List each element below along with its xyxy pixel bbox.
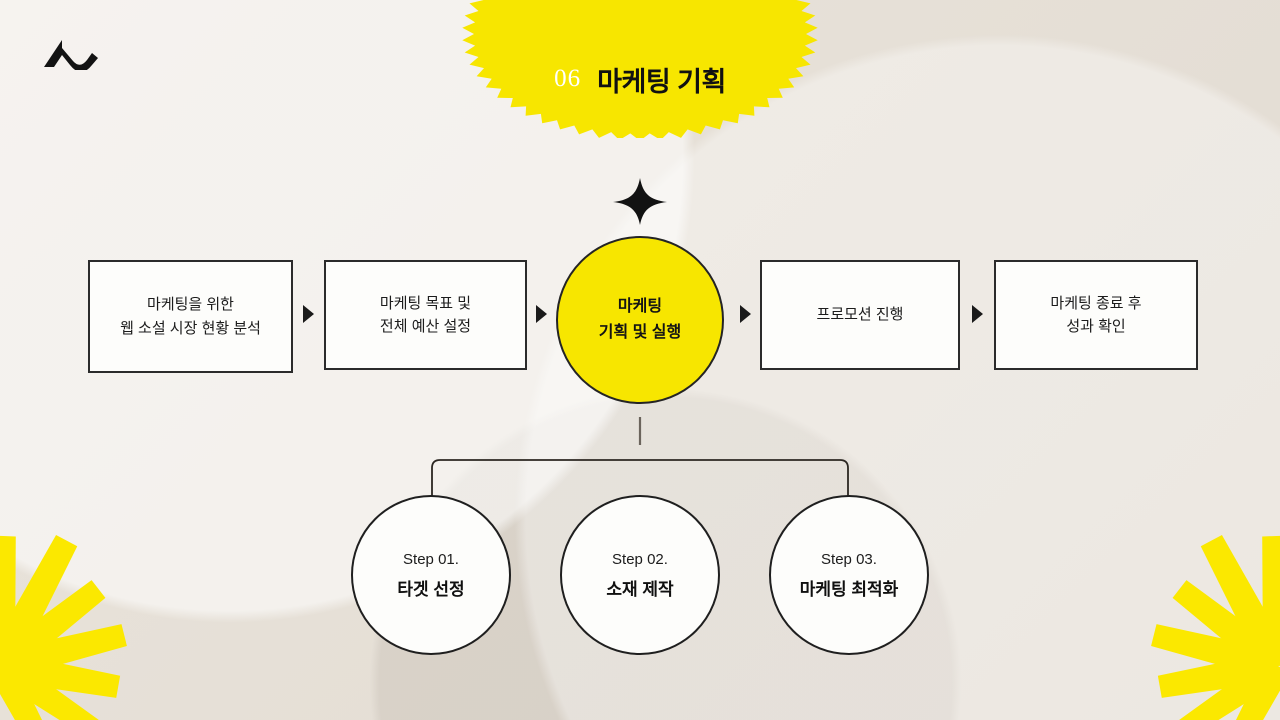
title-block: 06 마케팅 기획 [462, 0, 818, 138]
brand-wave-logo [40, 36, 102, 72]
flow-box-2[interactable]: 마케팅 목표 및 전체 예산 설정 [324, 260, 527, 370]
decor-burst-left [0, 516, 148, 720]
step-circle-2[interactable]: Step 02. 소재 제작 [560, 495, 720, 655]
flow-hub-circle[interactable]: 마케팅 기획 및 실행 [556, 236, 724, 404]
title-starburst: 06 마케팅 기획 [462, 0, 818, 138]
flow-box-4[interactable]: 마케팅 종료 후 성과 확인 [994, 260, 1198, 370]
step-circle-3[interactable]: Step 03. 마케팅 최적화 [769, 495, 929, 655]
branch-connector [400, 415, 880, 520]
flow-arrow-4-icon [972, 305, 983, 323]
sparkle-star-icon [612, 178, 668, 226]
step-3-title: 마케팅 최적화 [799, 579, 899, 599]
flow-box-3-line-1: 프로모션 진행 [816, 306, 904, 324]
step-1-label: Step 01. [403, 550, 459, 568]
step-circles-row: Step 01. 타겟 선정 Step 02. 소재 제작 Step 03. 마… [0, 495, 1280, 660]
flow-box-3[interactable]: 프로모션 진행 [760, 260, 960, 370]
flow-box-4-line-2: 성과 확인 [1066, 318, 1126, 335]
step-circle-1[interactable]: Step 01. 타겟 선정 [351, 495, 511, 655]
flow-arrow-2-icon [536, 305, 547, 323]
flow-arrow-1-icon [303, 305, 314, 323]
flow-hub-line-2: 기획 및 실행 [598, 324, 682, 341]
step-1-title: 타겟 선정 [397, 579, 465, 599]
process-flow-row: 마케팅을 위한 웹 소설 시장 현황 분석 마케팅 목표 및 전체 예산 설정 … [0, 236, 1280, 404]
flow-box-2-line-2: 전체 예산 설정 [379, 318, 472, 335]
step-2-label: Step 02. [612, 550, 668, 568]
flow-box-1-line-1: 마케팅을 위한 [147, 296, 234, 314]
section-number: 06 [554, 65, 582, 92]
page-title: 마케팅 기획 [597, 66, 726, 97]
flow-box-2-line-1: 마케팅 목표 및 [379, 294, 472, 312]
step-3-label: Step 03. [821, 550, 877, 568]
decor-burst-right [1130, 516, 1280, 720]
flow-box-1-line-2: 웹 소설 시장 현황 분석 [120, 319, 261, 337]
step-2-title: 소재 제작 [606, 579, 674, 599]
flow-box-4-line-1: 마케팅 종료 후 [1050, 294, 1142, 312]
flow-box-1[interactable]: 마케팅을 위한 웹 소설 시장 현황 분석 [88, 260, 293, 373]
flow-hub-line-1: 마케팅 [617, 298, 663, 316]
flow-arrow-3-icon [740, 305, 751, 323]
